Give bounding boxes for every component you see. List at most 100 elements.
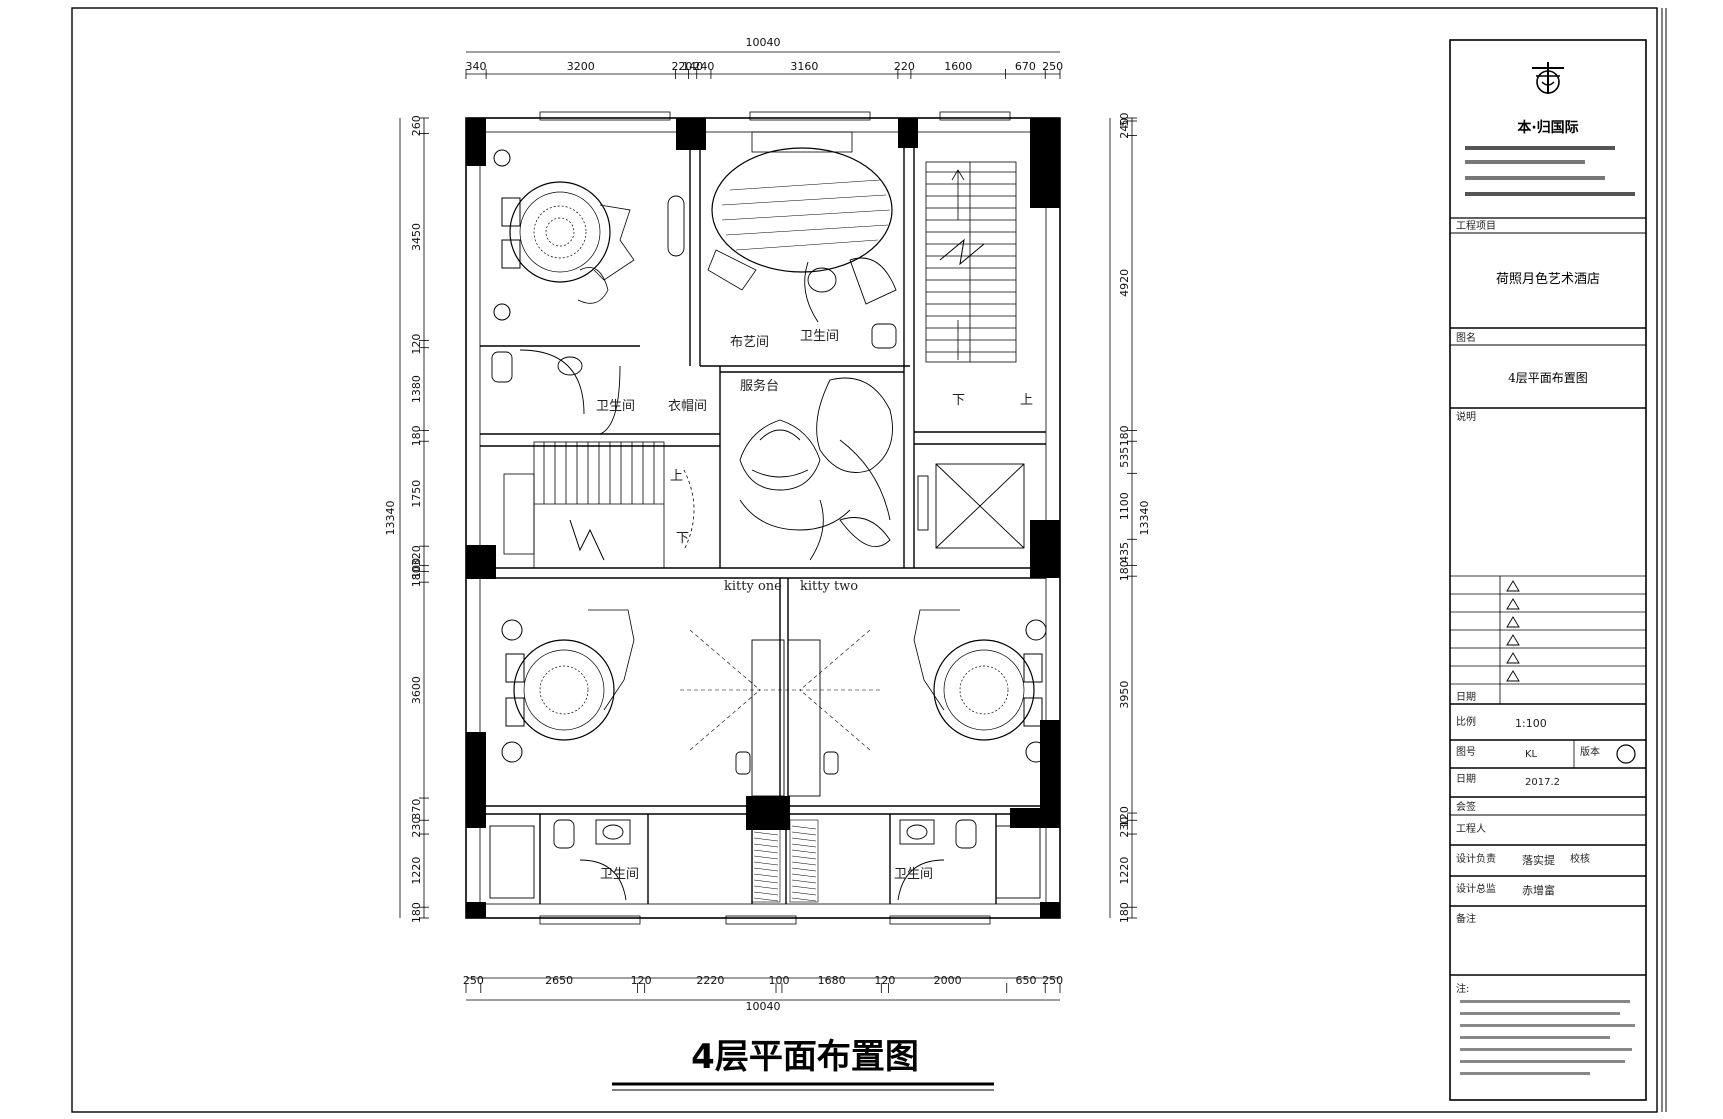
- notes-label: 说明: [1456, 410, 1476, 423]
- dim-label: 250: [1042, 974, 1063, 987]
- interior-walls: [480, 132, 1046, 904]
- bathroom-top-left: [491, 349, 621, 435]
- date-label: 日期: [1456, 691, 1476, 703]
- approver-value: 赤增富: [1522, 883, 1555, 897]
- dim-label: 1220: [410, 857, 423, 885]
- title-block: 本·归国际 工程项目 荷照月色艺术酒店 图名 4层平面布置图 说明: [1449, 39, 1647, 1101]
- dim-label: 120: [874, 974, 895, 987]
- label-toilet-2: 卫生间: [800, 329, 839, 344]
- dim-label: 260: [410, 115, 423, 136]
- engineer-label: 工程人: [1456, 823, 1486, 835]
- label-pantry: 服务台: [740, 378, 779, 394]
- revision-table: [1450, 575, 1646, 705]
- dim-label: 100: [410, 558, 423, 579]
- dim-label: 1600: [944, 60, 972, 73]
- windows: [539, 111, 1011, 925]
- dim-label: 50: [1118, 112, 1131, 126]
- company-name: 本·归国际: [1517, 119, 1578, 136]
- round-bed-bottom-left: [501, 609, 635, 763]
- dim-label: 250: [1042, 60, 1063, 73]
- dim-label: 180: [410, 902, 423, 923]
- designer-value: 落实提: [1522, 853, 1555, 867]
- dim-label: 1380: [410, 375, 423, 403]
- dim-label: 3200: [567, 60, 595, 73]
- dim-label: 1750: [410, 480, 423, 508]
- ceiling-light-lines: [680, 629, 880, 751]
- review-label: 会签: [1456, 800, 1476, 813]
- label-toilet-1: 卫生间: [596, 399, 635, 414]
- dim-label: 435: [1118, 542, 1131, 563]
- elevator-shaft: [917, 463, 1025, 549]
- dim-label: 3450: [410, 223, 423, 251]
- desk-center: [735, 639, 839, 797]
- version-label: 版本: [1580, 745, 1600, 758]
- project-name: 荷照月色艺术酒店: [1496, 271, 1600, 287]
- dim-label: 220: [894, 60, 915, 73]
- dim-bottom-total: 10040: [746, 1000, 781, 1013]
- stair-right: [925, 161, 1017, 363]
- note-label: 注:: [1456, 982, 1469, 995]
- dim-label: 2220: [696, 974, 724, 987]
- project-label: 工程项目: [1456, 220, 1496, 232]
- date-value: 2017.2: [1525, 777, 1560, 788]
- dim-label: 3950: [1118, 681, 1131, 709]
- dim-label: 340: [466, 60, 487, 73]
- dim-label: 230: [1118, 817, 1131, 838]
- dim-label: 180: [1118, 560, 1131, 581]
- sheet-border: [71, 7, 1658, 1113]
- dim-label: 535: [1118, 447, 1131, 468]
- dim-label: 120: [631, 974, 652, 987]
- proof-label: 校核: [1570, 852, 1590, 865]
- label-storage: 布艺间: [730, 335, 769, 350]
- dim-label: 220: [671, 60, 692, 73]
- scale-value: 1:100: [1515, 717, 1547, 730]
- drawing-name-label: 图名: [1456, 331, 1476, 344]
- label-toilet-4: 卫生间: [894, 867, 933, 882]
- dim-label: 120: [1118, 806, 1131, 827]
- dim-label: 650: [1015, 974, 1036, 987]
- dim-label: 2000: [934, 974, 962, 987]
- version-circle: [1616, 744, 1636, 764]
- approve-label: 设计总监: [1456, 882, 1496, 895]
- label-stair-up-1: 上: [1020, 393, 1033, 408]
- dim-label: 180: [1118, 425, 1131, 446]
- dim-label: 670: [1015, 60, 1036, 73]
- dim-label: 370: [410, 799, 423, 820]
- bathroom-fixtures-top: [804, 257, 897, 349]
- dims-right: 5024049201805351100435180395012023012201…: [1118, 112, 1137, 923]
- revision-triangles: [1506, 580, 1520, 682]
- dim-top-total: 10040: [746, 36, 781, 49]
- dim-label: 230: [410, 817, 423, 838]
- wardrobe-hatching: [751, 819, 819, 903]
- dim-label: 250: [463, 974, 484, 987]
- lotus-mural: [739, 377, 893, 561]
- remark-label: 备注: [1456, 912, 1476, 925]
- drawing-name: 4层平面布置图: [1508, 371, 1588, 385]
- label-closet: 衣帽间: [668, 398, 707, 414]
- drawing-title: 4层平面布置图: [691, 1037, 919, 1077]
- label-stair-up-2: 上: [670, 469, 683, 484]
- label-toilet-3: 卫生间: [600, 867, 639, 882]
- label-stair-down-2: 下: [676, 531, 689, 546]
- round-bed-top-left: [493, 149, 635, 321]
- dim-label: 180: [410, 566, 423, 587]
- dim-label: 4920: [1118, 269, 1131, 297]
- bottom-bathrooms: [489, 819, 1041, 901]
- drawing-no-label: 图号: [1456, 746, 1476, 758]
- dim-label: 120: [410, 334, 423, 355]
- dim-label: 3600: [410, 676, 423, 704]
- dims-left: 2603450120138018017503201001803600370230…: [410, 115, 429, 923]
- dim-label: 180: [1118, 902, 1131, 923]
- bathtub-oval: [707, 131, 893, 291]
- round-bed-bottom-right: [913, 609, 1047, 763]
- dim-label: 180: [410, 425, 423, 446]
- company-logo: [1532, 62, 1564, 94]
- dim-right-total: 13340: [1138, 501, 1151, 536]
- dim-label: 2650: [545, 974, 573, 987]
- dim-label: 100: [768, 974, 789, 987]
- dim-label: 1220: [1118, 857, 1131, 885]
